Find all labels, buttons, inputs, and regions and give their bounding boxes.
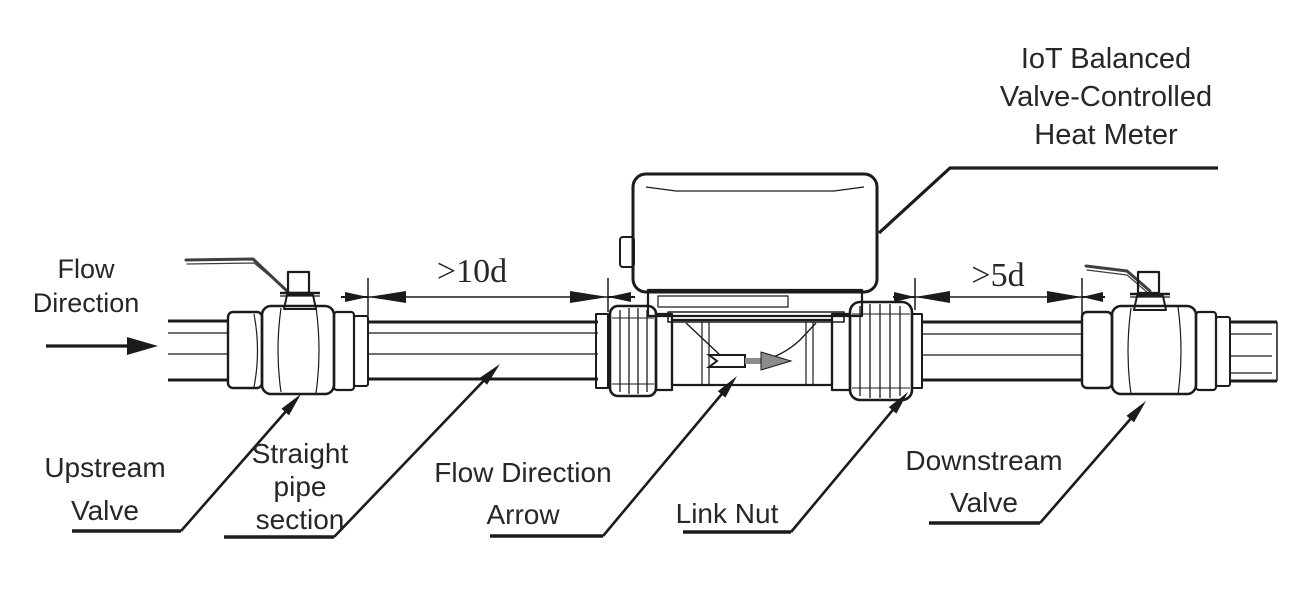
upstream-valve-drawing: [184, 257, 369, 396]
leader-arrow-icon: [479, 364, 500, 385]
meter-pipe-body: [670, 318, 834, 387]
flow-direction-label: Flow Direction: [18, 252, 154, 320]
valve-body: [260, 304, 336, 396]
dimension-arrow-icon: [915, 291, 950, 303]
dimension-downstream-5d: [893, 278, 1105, 316]
valve-body: [1110, 304, 1198, 396]
downstream-valve-drawing: [1080, 264, 1231, 396]
dimension-arrow-icon: [345, 292, 368, 302]
dimension-upstream-label: >10d: [413, 253, 531, 291]
valve-stem: [1133, 295, 1167, 311]
dimension-downstream-label: >5d: [948, 257, 1048, 295]
flow-direction-line: Flow: [57, 254, 115, 284]
heat-meter-drawing: [619, 172, 879, 392]
title-line: Heat Meter: [1034, 119, 1178, 151]
flow-direction-arrow-icon: [46, 337, 158, 355]
leader-arrow-icon: [717, 376, 737, 398]
title-label: IoT Balanced Valve-Controlled Heat Meter: [960, 40, 1252, 154]
downstream-pipe: [911, 313, 1082, 389]
dimension-arrow-icon: [368, 291, 406, 303]
straight-pipe-leader: [224, 364, 500, 539]
dimension-arrow-icon: [1082, 292, 1103, 302]
title-line: Valve-Controlled: [999, 81, 1213, 113]
leader-arrow-icon: [1126, 401, 1146, 423]
downstream-valve-leader: [929, 401, 1146, 525]
dimension-arrow-icon: [608, 292, 631, 302]
valve-stem-nut: [286, 270, 311, 295]
straight-pipe-label: Straight pipe section: [251, 438, 349, 535]
dimension-arrow-icon: [570, 291, 608, 303]
dimension-arrow-icon: [894, 292, 915, 302]
leader-arrow-icon: [281, 394, 301, 416]
downstream-valve-label: Downstream Valve: [905, 445, 1063, 518]
valve-handle: [1084, 264, 1152, 293]
valve-stem: [283, 294, 317, 310]
upstream-valve-label: Upstream Valve: [44, 452, 166, 526]
dimension-value: >10d: [436, 253, 508, 290]
outlet-pipe: [1230, 320, 1278, 383]
leader-arrow-icon: [888, 392, 908, 414]
left-link-nut-drawing: [608, 304, 658, 398]
title-leader-line: [877, 166, 1218, 235]
meter-side-tab: [619, 236, 635, 268]
link-nut-leader: [683, 392, 908, 534]
flow-direction-arrow-emboss-icon: [706, 351, 793, 371]
upstream-valve-leader: [72, 394, 301, 533]
flow-direction-line: Direction: [32, 288, 140, 318]
inlet-pipe: [168, 319, 228, 382]
dimension-upstream-10d: [341, 278, 635, 316]
meter-controller-box: [631, 172, 879, 294]
dimension-value: >5d: [971, 257, 1025, 294]
dimension-arrow-icon: [1047, 291, 1082, 303]
flow-arrow-leader: [490, 376, 737, 538]
link-nut-label: Link Nut: [675, 498, 779, 529]
flow-direction-arrow-label: Flow Direction Arrow: [434, 457, 612, 530]
title-line: IoT Balanced: [1020, 43, 1192, 75]
